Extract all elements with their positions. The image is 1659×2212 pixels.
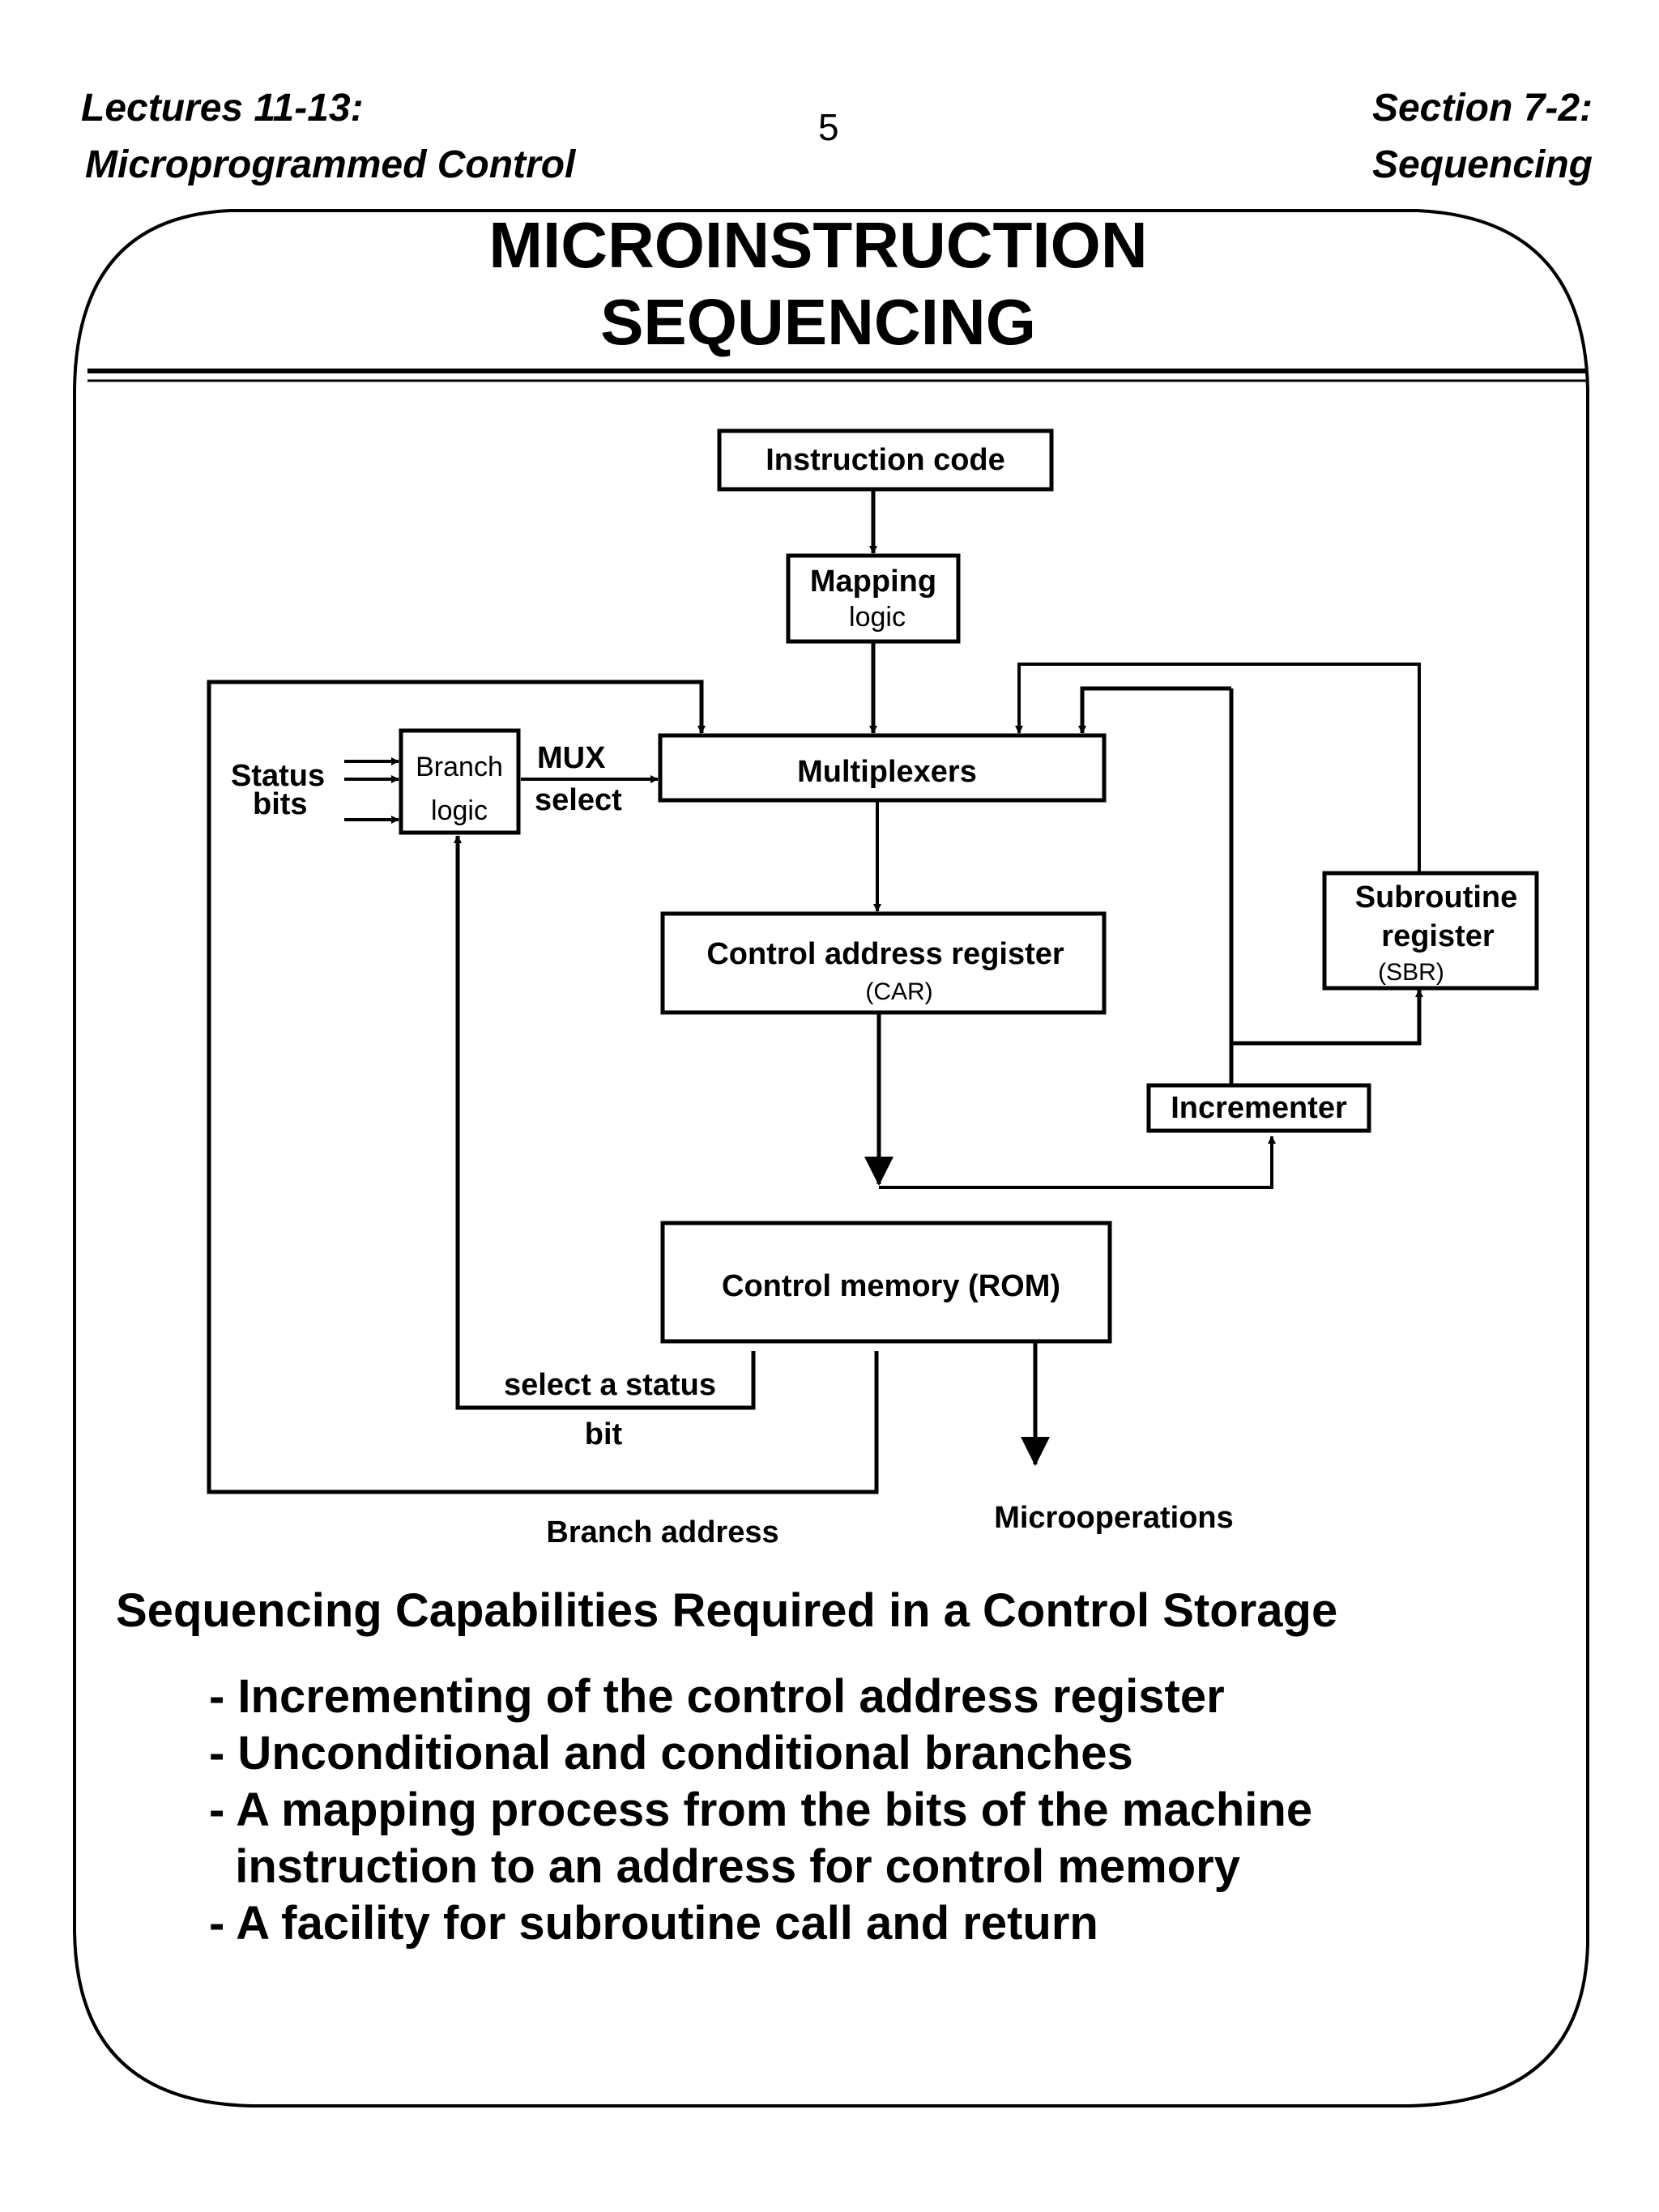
incrementer-label: Incrementer xyxy=(1171,1091,1347,1125)
incrementer-to-mux-arrow xyxy=(1078,686,1231,734)
header-lecture-title: Lectures 11-13: xyxy=(81,87,364,130)
header-section-subtitle: Sequencing xyxy=(1371,143,1593,186)
status-select-line xyxy=(454,835,756,1410)
microoperations-label: Microoperations xyxy=(994,1501,1234,1535)
sbr-label-line1: Subroutine xyxy=(1355,880,1518,914)
branch-logic-box xyxy=(399,728,521,835)
incrementer-box xyxy=(1146,1083,1371,1133)
capability-item: - A mapping process from the bits of the… xyxy=(209,1784,1313,1836)
capability-item: - Incrementing of the control address re… xyxy=(209,1670,1225,1723)
sbr-box xyxy=(1322,871,1539,991)
branch-address-label: Branch address xyxy=(546,1515,778,1549)
select-status-label-line2: bit xyxy=(585,1417,623,1451)
select-status-label-line1: select a status xyxy=(504,1368,716,1402)
control-memory-label: Control memory (ROM) xyxy=(722,1269,1060,1303)
sbr-to-mux-arrow xyxy=(1015,663,1421,873)
header-lecture-subtitle: Microprogrammed Control xyxy=(85,143,576,186)
multiplexers-label: Multiplexers xyxy=(797,755,977,789)
mapping-logic-label-line2: logic xyxy=(849,602,906,633)
branch-address-line xyxy=(207,680,879,1494)
page-number: 5 xyxy=(818,106,839,148)
car-to-incrementer-line xyxy=(879,1136,1276,1189)
capabilities-list: - Incrementing of the control address re… xyxy=(209,1669,1312,1952)
sbr-label-line2: register xyxy=(1381,919,1495,953)
capability-item: - Unconditional and conditional branches xyxy=(209,1727,1133,1779)
mapping-logic-label-line1: Mapping xyxy=(810,565,936,599)
car-label-line1: Control address register xyxy=(706,937,1064,971)
incrementer-to-sbr-arrow xyxy=(1231,989,1423,1046)
branch-logic-label-line2: logic xyxy=(431,795,488,826)
instruction-code-box xyxy=(717,428,1054,492)
status-bits-label-line2: bits xyxy=(253,787,308,821)
mux-select-label-line2: select xyxy=(535,783,622,817)
branch-logic-label-line1: Branch xyxy=(416,752,503,782)
mapping-logic-box xyxy=(786,553,961,644)
capability-item: instruction to an address for control me… xyxy=(209,1840,1240,1893)
slide-title-line1: MICROINSTRUCTION xyxy=(488,209,1147,281)
mux-select-label-line1: MUX xyxy=(537,741,606,775)
control-memory-box xyxy=(660,1221,1112,1344)
car-label-line2: (CAR) xyxy=(865,978,932,1005)
capabilities-heading: Sequencing Capabilities Required in a Co… xyxy=(116,1584,1338,1637)
slide-title-line2: SEQUENCING xyxy=(600,286,1036,358)
multiplexers-box xyxy=(658,733,1107,803)
sbr-label-line3: (SBR) xyxy=(1378,959,1444,986)
slide-frame xyxy=(73,209,1589,2108)
car-box xyxy=(660,911,1107,1015)
capability-item: - A facility for subroutine call and ret… xyxy=(209,1897,1098,1950)
header-section-title: Section 7-2: xyxy=(1371,87,1593,130)
instruction-code-label: Instruction code xyxy=(766,443,1005,477)
status-bits-label-line1: Status xyxy=(231,759,325,793)
